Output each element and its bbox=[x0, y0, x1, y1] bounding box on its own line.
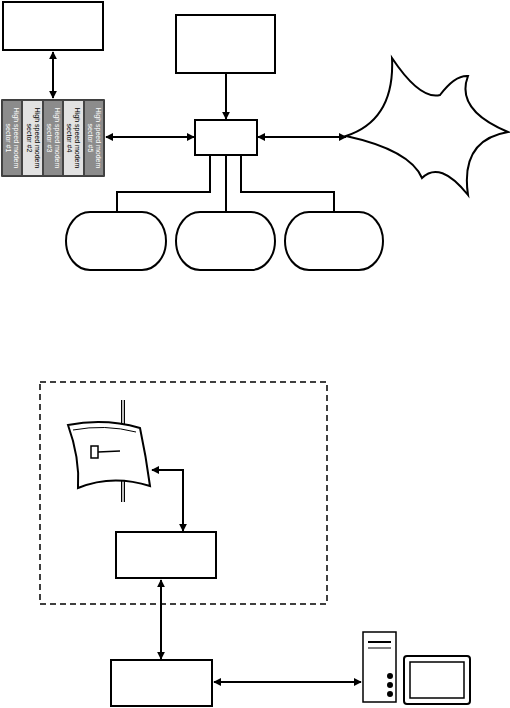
connector-wire bbox=[241, 155, 334, 212]
double-arrow bbox=[258, 136, 346, 138]
modem-band: High speed modem sector #1 bbox=[2, 100, 22, 176]
computer-tower bbox=[388, 692, 392, 696]
panel-antenna bbox=[73, 427, 136, 432]
double-arrow bbox=[52, 52, 54, 98]
computer-monitor bbox=[404, 656, 470, 704]
arrow bbox=[225, 73, 227, 119]
modem-band: High speed modem sector #4 bbox=[63, 100, 83, 176]
double-arrow bbox=[160, 580, 162, 659]
network-cloud bbox=[346, 58, 508, 195]
modem-label: High speed modem sector #1 bbox=[4, 102, 20, 174]
antenna-feed bbox=[91, 446, 98, 458]
hub-box bbox=[195, 120, 257, 155]
router-box bbox=[111, 660, 212, 706]
connector-wire bbox=[117, 155, 210, 212]
dashed-boundary bbox=[40, 382, 327, 604]
modem-band: High speed modem sector #5 bbox=[84, 100, 104, 176]
connector-wire bbox=[225, 155, 227, 212]
computer-tower bbox=[368, 641, 391, 643]
top-center-box bbox=[176, 15, 275, 73]
modem-label: High speed modem sector #4 bbox=[65, 102, 81, 174]
modem-band: High speed modem sector #2 bbox=[22, 100, 42, 176]
modem-band: High speed modem sector #3 bbox=[43, 100, 63, 176]
computer-tower bbox=[388, 683, 392, 687]
modem-stack-frame bbox=[2, 100, 104, 176]
computer-tower bbox=[368, 648, 391, 649]
radio-box bbox=[116, 532, 216, 578]
drum-shape bbox=[176, 212, 275, 270]
modem-label: High speed modem sector #3 bbox=[45, 102, 61, 174]
top-left-box bbox=[3, 2, 103, 50]
drum-shape bbox=[285, 212, 383, 270]
computer-screen bbox=[410, 662, 464, 698]
double-arrow bbox=[214, 681, 361, 683]
drum-shape bbox=[66, 212, 166, 270]
computer-tower bbox=[363, 632, 396, 702]
panel-antenna bbox=[68, 422, 150, 488]
computer-tower bbox=[388, 674, 392, 678]
double-arrow bbox=[152, 470, 183, 531]
modem-label: High speed modem sector #2 bbox=[25, 102, 41, 174]
double-arrow bbox=[106, 136, 194, 138]
antenna-feed bbox=[98, 451, 120, 452]
modem-label: High speed modem sector #5 bbox=[86, 102, 102, 174]
